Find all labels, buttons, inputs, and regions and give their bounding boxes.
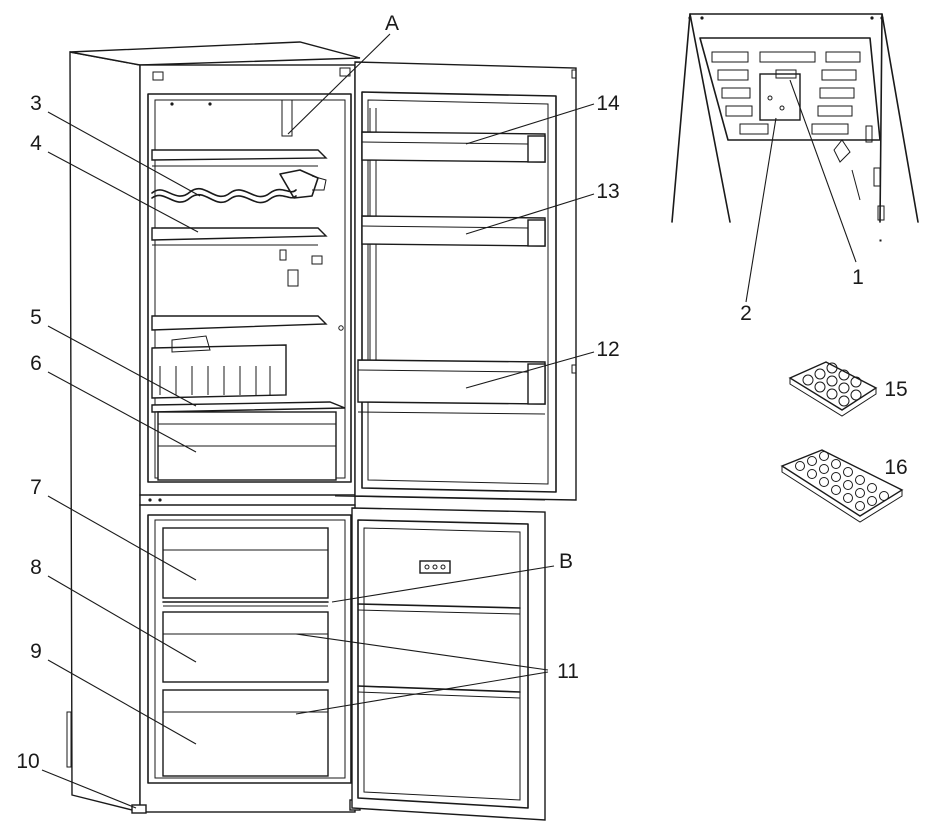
- egg-tray-large: [780, 449, 904, 523]
- callout-3: 3: [30, 92, 42, 115]
- callout-6: 6: [30, 352, 42, 375]
- callout-14: 14: [596, 92, 620, 115]
- callout-11: 11: [557, 660, 579, 683]
- callout-B: B: [559, 550, 573, 573]
- leader-lines: [41, 33, 857, 809]
- callout-12: 12: [596, 338, 619, 361]
- callout-5: 5: [30, 306, 42, 329]
- ceiling-detail: [671, 13, 919, 242]
- callout-10: 10: [16, 750, 39, 773]
- callout-A: A: [385, 12, 399, 35]
- fridge-compartment: [147, 93, 352, 483]
- callout-4: 4: [30, 132, 42, 155]
- callout-7: 7: [30, 476, 42, 499]
- callout-9: 9: [30, 640, 42, 663]
- callout-13: 13: [596, 180, 619, 203]
- freezer-door: [334, 495, 546, 821]
- callout-1: 1: [852, 266, 864, 289]
- callout-labels: A 3 4 5 6 7 8 9 10 14 13 12 B 11 1 2 15 …: [16, 12, 907, 773]
- callout-16: 16: [884, 456, 907, 479]
- fridge-door: [354, 61, 577, 501]
- callout-8: 8: [30, 556, 42, 579]
- freezer-compartment: [131, 514, 361, 814]
- callout-2: 2: [740, 302, 752, 325]
- egg-tray-small: [788, 361, 878, 417]
- callout-15: 15: [884, 378, 907, 401]
